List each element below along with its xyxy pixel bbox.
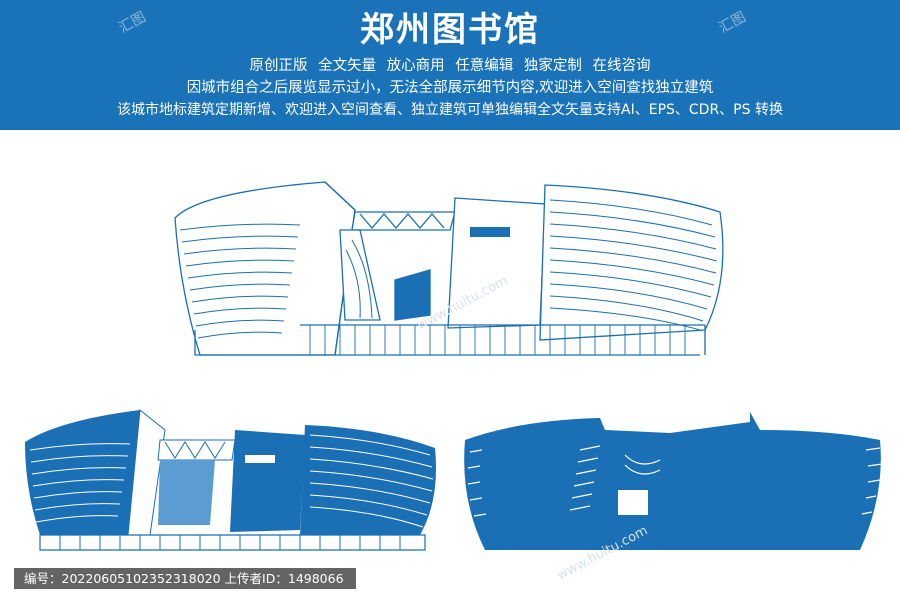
left-facade-lines <box>179 223 301 339</box>
uploader-value: 1498066 <box>287 571 344 586</box>
notice-line-2: 该城市地标建筑定期新增、欢迎进入空间查看、独立建筑可单独编辑全文矢量支持AI、E… <box>117 102 783 118</box>
feature-tags: 原创正版 全文矢量 放心商用 任意编辑 独家定制 在线咨询 <box>249 58 651 74</box>
footer-info-bar: 编号：20220605102352318020 上传者ID：1498066 <box>14 568 356 589</box>
notice-line-1: 因城市组合之后展览显示过小，无法全部展示细节内容,欢迎进入空间查找独立建筑 <box>186 80 714 96</box>
filled-building <box>25 409 436 551</box>
id-label: 编号： <box>24 571 62 586</box>
right-facade-lines <box>549 199 718 331</box>
line-art-building <box>174 181 724 356</box>
id-value: 20220605102352318020 <box>61 571 221 586</box>
base-columns <box>309 325 686 355</box>
uploader-label: 上传者ID： <box>220 571 288 586</box>
header-banner: 郑州图书馆 原创正版 全文矢量 放心商用 任意编辑 独家定制 在线咨询 因城市组… <box>0 0 900 130</box>
silhouette-building <box>464 412 883 550</box>
page-title: 郑州图书馆 <box>360 10 540 50</box>
library-illustrations: www.huitu.com www.huitu.com www.huitu.co… <box>25 181 883 584</box>
